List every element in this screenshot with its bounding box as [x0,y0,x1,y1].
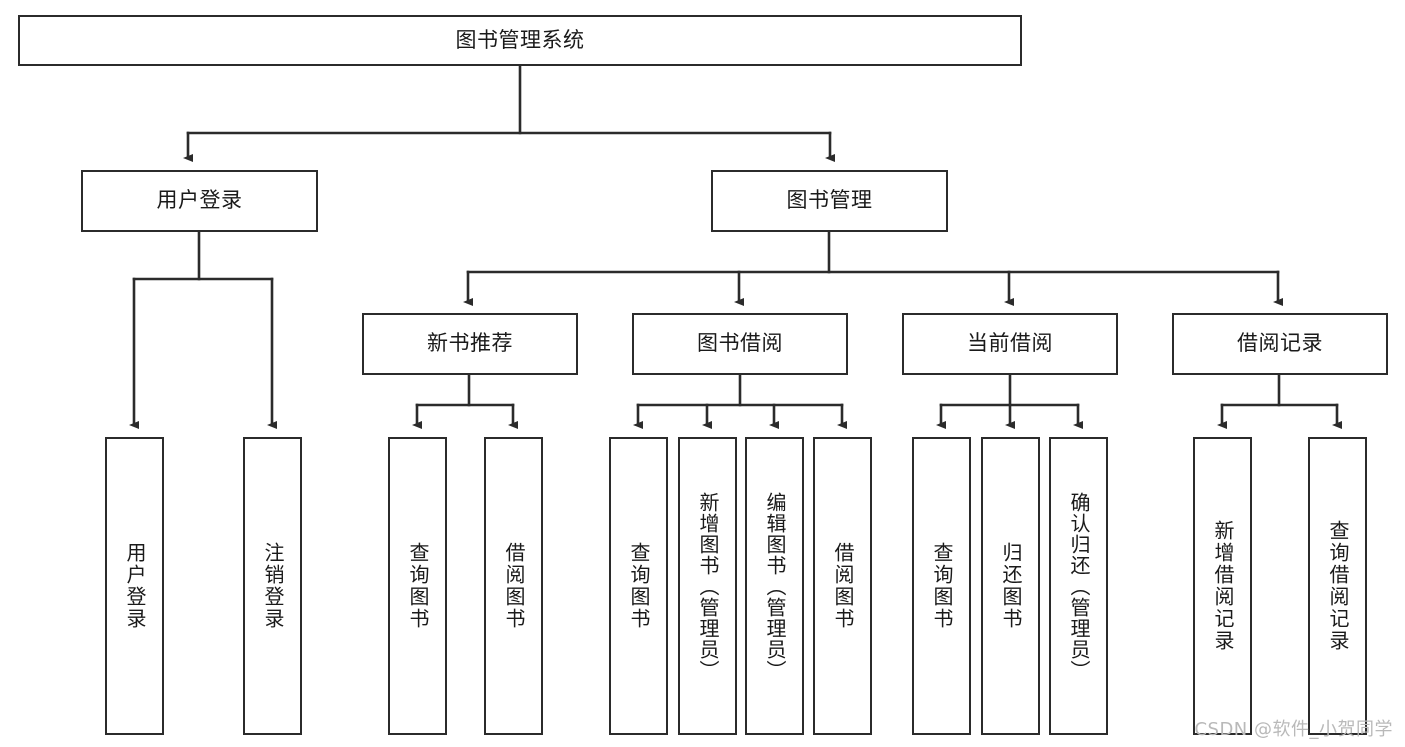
node-book-management-label: 图书管理 [786,188,873,213]
node-current-borrow-label: 当前借阅 [967,331,1053,356]
node-leaf-query-book-recommend-label: 查询图书 [406,542,430,630]
node-leaf-borrow-book-borrow-label: 借阅图书 [831,542,855,630]
node-leaf-borrow-book-borrow[interactable]: 借阅图书 [813,437,872,735]
node-book-management[interactable]: 图书管理 [711,170,948,232]
node-leaf-borrow-book-recommend[interactable]: 借阅图书 [484,437,543,735]
node-leaf-add-borrow-record[interactable]: 新增借阅记录 [1193,437,1252,735]
node-leaf-borrow-book-recommend-label: 借阅图书 [502,542,526,630]
node-leaf-user-login-label: 用户登录 [123,542,147,630]
node-leaf-return-book[interactable]: 归还图书 [981,437,1040,735]
node-leaf-query-book-borrow-label: 查询图书 [627,542,651,630]
node-current-borrow[interactable]: 当前借阅 [902,313,1118,375]
node-leaf-logout-label: 注销登录 [261,542,285,630]
node-leaf-add-book-admin-label: 新增图书（管理员） [696,491,720,681]
node-user-login[interactable]: 用户登录 [81,170,318,232]
node-root[interactable]: 图书管理系统 [18,15,1022,66]
node-leaf-edit-book-admin-label: 编辑图书（管理员） [763,491,787,681]
node-leaf-query-book-current[interactable]: 查询图书 [912,437,971,735]
node-borrow-record[interactable]: 借阅记录 [1172,313,1388,375]
node-book-borrow[interactable]: 图书借阅 [632,313,848,375]
node-leaf-query-borrow-record-label: 查询借阅记录 [1326,520,1350,652]
csdn-watermark: CSDN @软件_小贺同学 [1194,719,1393,740]
node-root-label: 图书管理系统 [455,27,585,52]
node-book-borrow-label: 图书借阅 [697,331,783,356]
node-leaf-confirm-return-admin-label: 确认归还（管理员） [1067,491,1091,681]
node-leaf-return-book-label: 归还图书 [999,542,1023,630]
node-borrow-record-label: 借阅记录 [1237,331,1323,356]
node-user-login-label: 用户登录 [156,188,243,213]
node-new-book-recommend-label: 新书推荐 [427,331,513,356]
node-leaf-query-book-borrow[interactable]: 查询图书 [609,437,668,735]
node-leaf-query-book-recommend[interactable]: 查询图书 [388,437,447,735]
node-leaf-user-login[interactable]: 用户登录 [105,437,164,735]
node-leaf-add-borrow-record-label: 新增借阅记录 [1211,520,1235,652]
node-leaf-add-book-admin[interactable]: 新增图书（管理员） [678,437,737,735]
node-leaf-query-book-current-label: 查询图书 [930,542,954,630]
node-new-book-recommend[interactable]: 新书推荐 [362,313,578,375]
node-leaf-confirm-return-admin[interactable]: 确认归还（管理员） [1049,437,1108,735]
node-leaf-edit-book-admin[interactable]: 编辑图书（管理员） [745,437,804,735]
node-leaf-logout[interactable]: 注销登录 [243,437,302,735]
node-leaf-query-borrow-record[interactable]: 查询借阅记录 [1308,437,1367,735]
